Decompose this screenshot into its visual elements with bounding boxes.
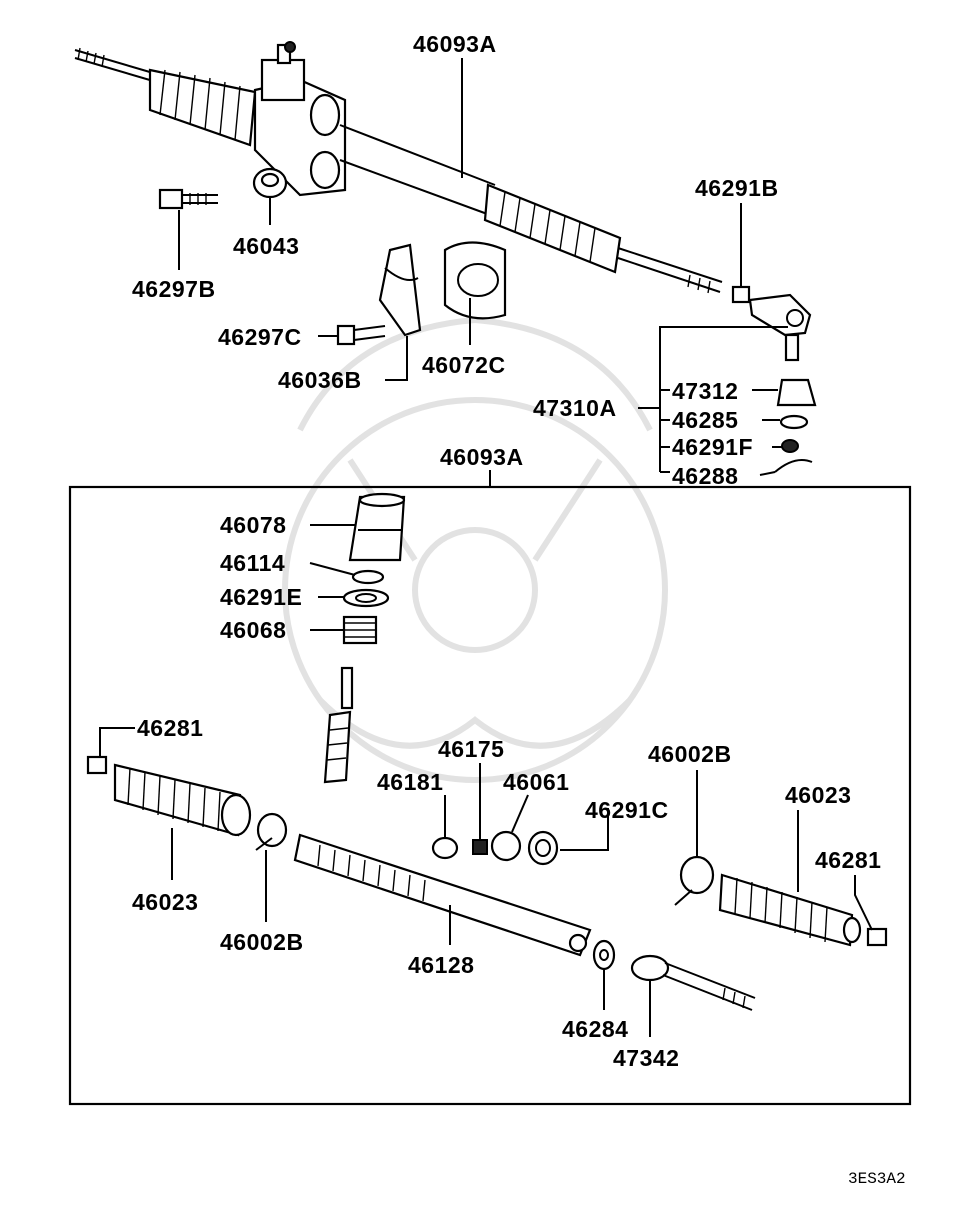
rack-part [293, 833, 592, 957]
tie-rod-end-part [748, 293, 812, 362]
label-bushing: 46043 [233, 233, 299, 259]
clamp-part [378, 243, 422, 337]
label-boot-right: 46023 [785, 782, 851, 808]
label-tie-rod-end: 47310A [533, 395, 617, 421]
label-plug: 46068 [220, 617, 286, 643]
label-yoke: 46061 [503, 769, 569, 795]
label-end-boot: 47312 [672, 378, 738, 404]
end-ring-part [779, 414, 809, 430]
label-end-nut: 46291F [672, 434, 753, 460]
label-end-ring: 46285 [672, 407, 738, 433]
leader-lines [99, 58, 873, 1037]
boot-left-part [113, 763, 252, 837]
band-left-part [255, 812, 288, 851]
spring-part [472, 839, 488, 855]
clip-left-part [86, 755, 108, 775]
label-yoke-nut: 46291C [585, 797, 669, 823]
washer-part [592, 939, 616, 971]
label-inner-rod: 47342 [613, 1045, 679, 1071]
label-boot-left: 46023 [132, 889, 198, 915]
bolt-b-part [336, 324, 386, 346]
label-assy-top: 46093A [413, 31, 497, 57]
oring-part [351, 569, 385, 585]
boot-right-part [718, 873, 862, 947]
label-washer: 46284 [562, 1016, 628, 1042]
end-boot-part [776, 378, 817, 407]
label-assy-box: 46093A [440, 444, 524, 470]
label-pinion: 46128 [408, 952, 474, 978]
part-labels: 46093A 46297B 46043 46291B 46297C 46036B… [132, 31, 906, 1188]
yoke-nut-part [527, 830, 559, 866]
label-oring: 46114 [220, 550, 285, 576]
cover-part [348, 492, 406, 562]
plug-part [342, 615, 378, 645]
bushing-part [252, 167, 288, 199]
bolt-a-part [158, 188, 218, 210]
label-bolt-a: 46297B [132, 276, 216, 302]
label-bolt-b: 46297C [218, 324, 302, 350]
rack-housing-assembly [74, 41, 723, 294]
label-clip-left: 46281 [137, 715, 203, 741]
guide-part [431, 836, 459, 860]
band-right-part [674, 855, 715, 906]
diagram-code: 3ES3A2 [848, 1170, 906, 1188]
label-cover: 46078 [220, 512, 286, 538]
label-end-pin: 46288 [672, 463, 738, 489]
label-nut-outer: 46291B [695, 175, 779, 201]
label-clip-right: 46281 [815, 847, 881, 873]
label-locknut: 46291E [220, 584, 302, 610]
end-pin-part [774, 459, 813, 473]
grommet-part [443, 241, 507, 320]
label-guide: 46181 [377, 769, 443, 795]
label-grommet: 46072C [422, 352, 506, 378]
label-clamp: 46036B [278, 367, 362, 393]
end-nut-part [781, 439, 799, 453]
pinion-shaft-part [323, 666, 354, 784]
nut-outer-part [731, 285, 751, 304]
label-band-right: 46002B [648, 741, 732, 767]
label-spring: 46175 [438, 736, 504, 762]
clip-right-part [866, 927, 888, 947]
locknut-part [342, 588, 390, 608]
label-band-left: 46002B [220, 929, 304, 955]
yoke-part [490, 830, 522, 862]
